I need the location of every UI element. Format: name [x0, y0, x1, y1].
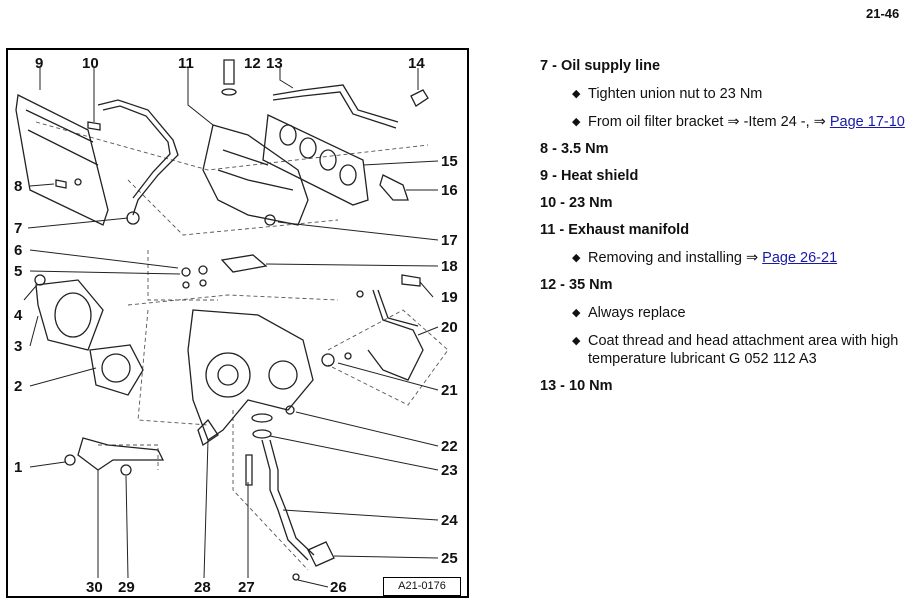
label-7: 7: [14, 220, 22, 237]
label-13: 13: [266, 55, 283, 72]
legend-sub-text: Removing and installing ⇒: [588, 250, 763, 266]
label-20: 20: [441, 319, 458, 336]
label-28: 28: [194, 579, 211, 596]
label-30: 30: [86, 579, 103, 596]
legend-item-13: 13 - 10 Nm: [540, 378, 613, 394]
label-19: 19: [441, 289, 458, 306]
page-number: 21-46: [866, 6, 900, 21]
label-27: 27: [238, 579, 255, 596]
label-14: 14: [408, 55, 425, 72]
label-12: 12: [244, 55, 261, 72]
label-5: 5: [14, 263, 22, 280]
label-18: 18: [441, 258, 458, 275]
label-10: 10: [82, 55, 99, 72]
legend-item-8: 8 - 3.5 Nm: [540, 141, 609, 157]
label-21: 21: [441, 382, 458, 399]
legend-sub: ◆ From oil filter bracket ⇒ -Item 24 -, …: [540, 113, 910, 131]
diamond-bullet-icon: ◆: [572, 307, 581, 319]
legend-sub: ◆ Removing and installing ⇒ Page 26-21: [540, 249, 910, 267]
legend-sub: ◆ Tighten union nut to 23 Nm: [540, 85, 910, 103]
exploded-diagram: 9 10 11 12 13 14 15 16 17 18 19 20 21 22…: [6, 48, 469, 598]
legend-item-12: 12 - 35 Nm: [540, 277, 613, 293]
legend-item-11: 11 - Exhaust manifold: [540, 222, 690, 238]
label-24: 24: [441, 512, 458, 529]
label-17: 17: [441, 232, 458, 249]
diamond-bullet-icon: ◆: [572, 335, 581, 347]
legend-sub: ◆ Always replace: [540, 304, 910, 322]
parts-legend: 7 - Oil supply line ◆ Tighten union nut …: [540, 58, 910, 405]
label-26: 26: [330, 579, 347, 596]
legend-item-10: 10 - 23 Nm: [540, 195, 613, 211]
diagram-drawing: 9 10 11 12 13 14 15 16 17 18 19 20 21 22…: [14, 55, 458, 596]
legend-item-7: 7 - Oil supply line: [540, 58, 661, 74]
legend-sub-text: Coat thread and head attachment area wit…: [588, 333, 899, 367]
label-8: 8: [14, 178, 22, 195]
figure-code: A21-0176: [383, 577, 461, 596]
label-29: 29: [118, 579, 135, 596]
legend-item-9: 9 - Heat shield: [540, 168, 639, 184]
legend-sub-text: Tighten union nut to 23 Nm: [588, 86, 763, 102]
label-23: 23: [441, 462, 458, 479]
label-16: 16: [441, 182, 458, 199]
label-25: 25: [441, 550, 458, 567]
label-6: 6: [14, 242, 22, 259]
link-page-17-10[interactable]: Page 17-10: [829, 114, 905, 130]
link-page-26-21[interactable]: Page 26-21: [762, 250, 838, 266]
label-2: 2: [14, 378, 22, 395]
legend-sub: ◆ Coat thread and head attachment area w…: [540, 332, 910, 368]
label-22: 22: [441, 438, 458, 455]
label-3: 3: [14, 338, 22, 355]
legend-sub-text: From oil filter bracket ⇒ -Item 24 -, ⇒: [588, 114, 830, 130]
label-11: 11: [178, 55, 194, 72]
label-15: 15: [441, 153, 458, 170]
label-1: 1: [14, 459, 22, 476]
label-4: 4: [14, 307, 23, 324]
label-9: 9: [35, 55, 43, 72]
legend-sub-text: Always replace: [588, 305, 686, 321]
diamond-bullet-icon: ◆: [572, 252, 581, 264]
diamond-bullet-icon: ◆: [572, 88, 581, 100]
diamond-bullet-icon: ◆: [572, 116, 581, 128]
